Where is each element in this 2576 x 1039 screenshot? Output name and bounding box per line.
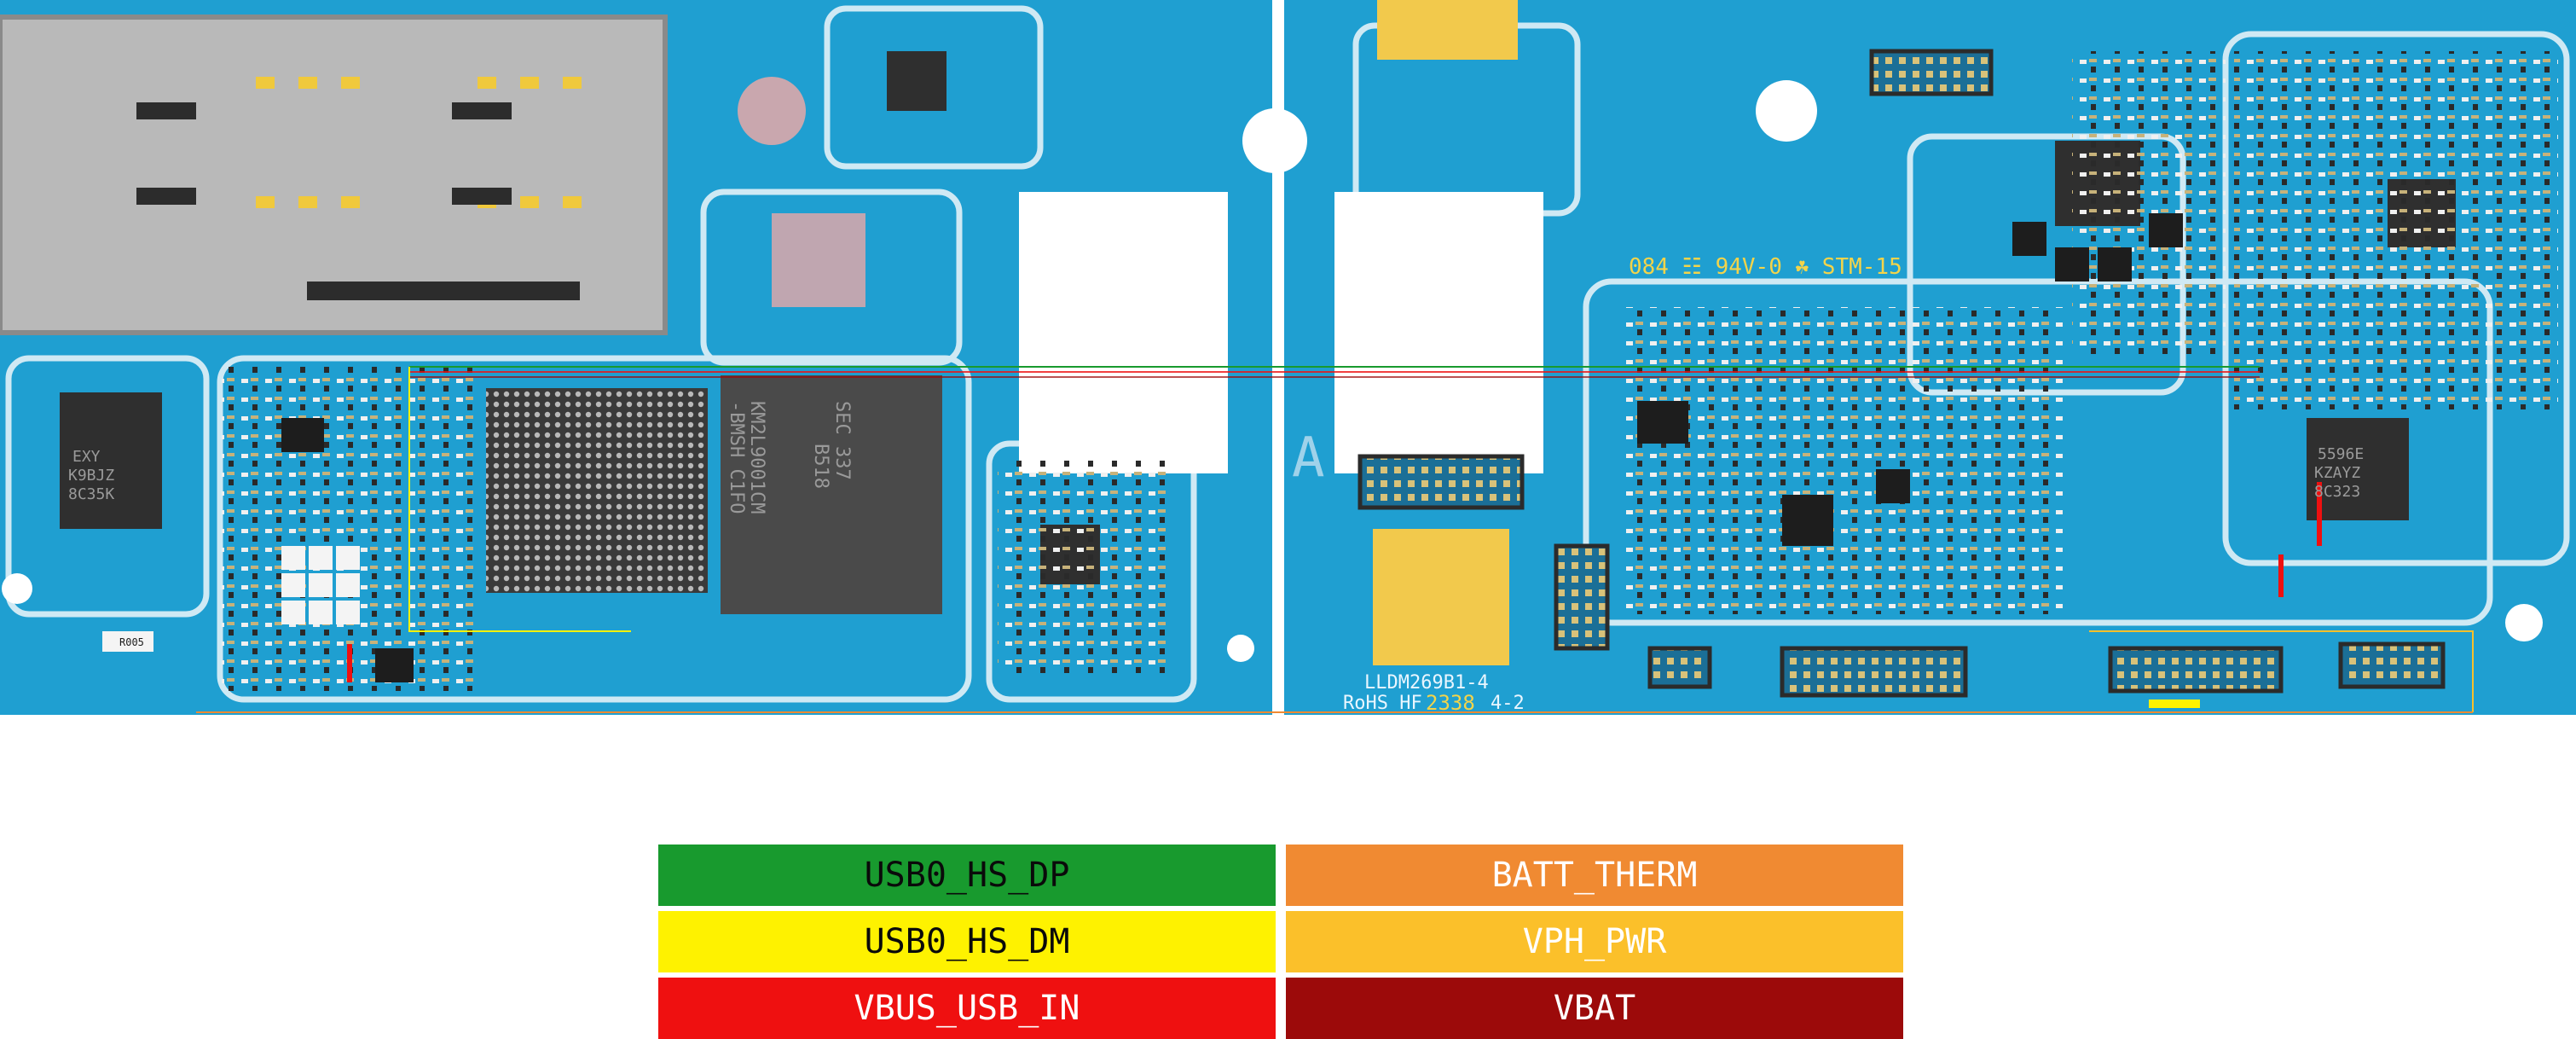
legend-vbat: VBAT	[1286, 978, 1903, 1039]
legend-usb0-hs-dp: USB0_HS_DP	[658, 845, 1276, 906]
board-cutout-right	[1334, 192, 1543, 473]
pcb-board-image: LLDM269B1-4 RoHS HF 2338 4-2 084 ☷ 94V-0…	[0, 0, 2576, 717]
chip-right-line1: 5596E	[2318, 445, 2365, 463]
legend-vbus-usb-in: VBUS_USB_IN	[658, 978, 1276, 1039]
silk-ul-mark: 084 ☷ 94V-0 ☘ STM-15	[1629, 254, 1902, 280]
chip-left-line1: EXY	[72, 448, 101, 466]
connector-4	[2338, 641, 2446, 689]
silk-rohs: RoHS HF	[1343, 693, 1422, 714]
chip-mid-line3: SEC 337	[831, 401, 853, 480]
chip-mid-line2: -BMSH C1FO	[726, 401, 747, 514]
silk-rev: 4-2	[1491, 693, 1525, 714]
gold-pad-large	[1373, 529, 1509, 665]
signal-traces	[196, 366, 2474, 713]
bga-chip-soc	[486, 388, 708, 593]
legend-vph-pwr: VPH_PWR	[1286, 911, 1903, 972]
sim-tray	[0, 15, 668, 335]
chip-right	[2307, 418, 2409, 520]
board-cutout-left	[1019, 192, 1228, 473]
pcb-board-drawing	[0, 0, 2576, 717]
silk-board-id: LLDM269B1-4	[1364, 672, 1489, 694]
connector-3	[2108, 646, 2284, 694]
silk-small-label: R005	[119, 636, 144, 648]
silk-section-label: A	[1292, 427, 1325, 490]
signal-legend: USB0_HS_DP BATT_THERM USB0_HS_DM VPH_PWR…	[658, 845, 1903, 1039]
chip-mid-line4: B518	[810, 444, 831, 489]
chip-right-line2: KZAYZ	[2314, 464, 2361, 482]
chip-right-line3: 8C323	[2314, 483, 2361, 501]
chip-left-line2: K9BJZ	[68, 467, 115, 485]
legend-batt-therm: BATT_THERM	[1286, 845, 1903, 906]
chip-left	[60, 392, 162, 529]
silk-date-code: 2338	[1426, 691, 1475, 715]
memory-chip	[721, 375, 942, 614]
chip-left-line3: 8C35K	[68, 485, 115, 503]
connector-1	[1357, 454, 1525, 510]
chip-mid-line1: KM2L9001CM	[746, 401, 767, 514]
legend-usb0-hs-dm: USB0_HS_DM	[658, 911, 1276, 972]
connector-2	[1780, 646, 1968, 698]
